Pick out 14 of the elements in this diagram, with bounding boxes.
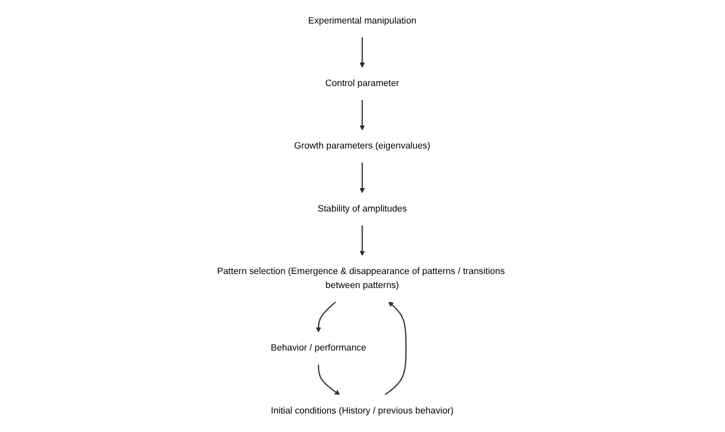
arrow: [360, 225, 366, 256]
node-text: Stability of amplitudes: [318, 203, 408, 214]
node-text: Pattern selection (Emergence & disappearance of patterns / transitions between patterns): [217, 266, 506, 290]
arrow: [360, 162, 366, 194]
node-text: Control parameter: [326, 78, 400, 88]
node-text: Behavior / performance: [271, 342, 366, 354]
arrow: [360, 37, 366, 68]
arrow: [316, 301, 337, 332]
node-text: Initial conditions (History / previous behavior): [271, 405, 454, 416]
node-text: Growth parameters (eigenvalues): [294, 140, 431, 152]
arrow: [360, 100, 366, 131]
arrow: [318, 364, 340, 396]
node-text: Experimental manipulation: [308, 15, 417, 26]
arrow: [384, 301, 407, 396]
